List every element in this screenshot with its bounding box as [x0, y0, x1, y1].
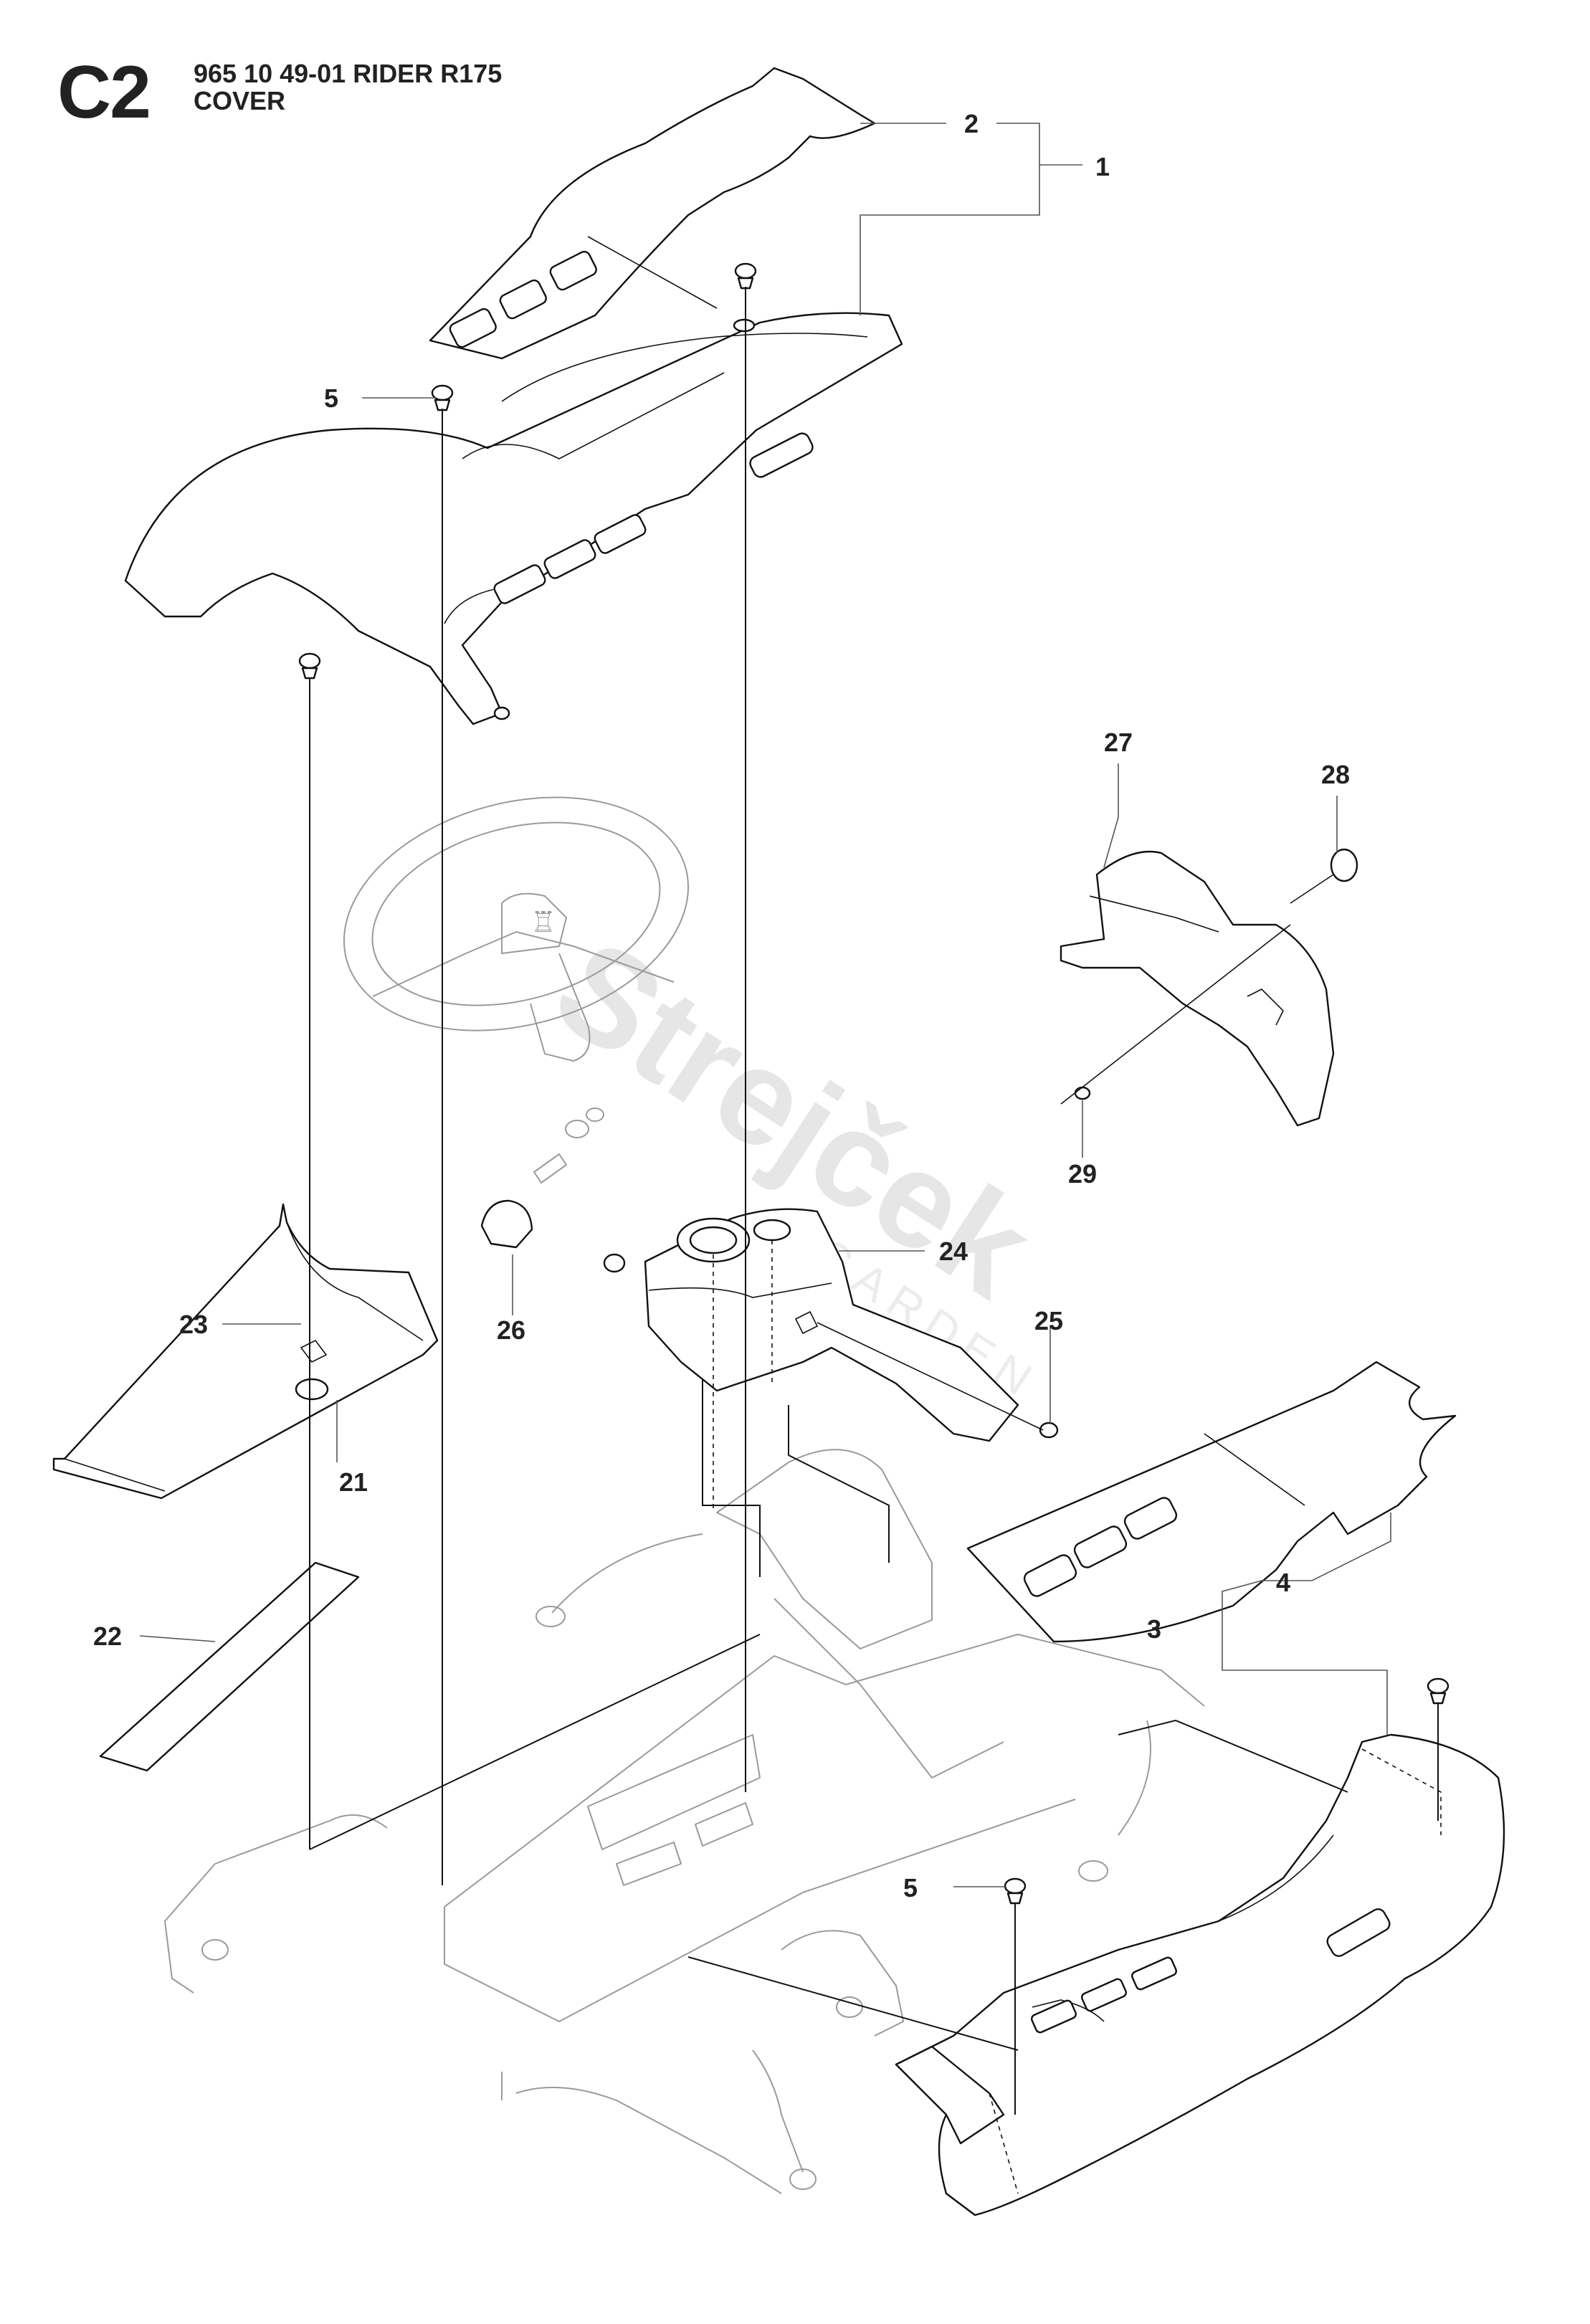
callout-2: 2 [964, 109, 979, 138]
callout-25: 25 [1034, 1306, 1063, 1335]
callout-26: 26 [497, 1315, 525, 1345]
leader-lines [139, 123, 1391, 1887]
part-4-front-mat [966, 1361, 1457, 1643]
part-2-upper-mat [429, 67, 876, 360]
screw-5-top-left [431, 384, 454, 411]
callout-28: 28 [1321, 760, 1350, 789]
screw-5-lower [1004, 1877, 1027, 1905]
part-3-front-cover [895, 1733, 1505, 2216]
section-code: C2 [57, 51, 151, 134]
callout-5-lower: 5 [903, 1873, 918, 1902]
screws [298, 262, 1449, 1905]
steering-bolts [533, 1108, 604, 1184]
callout-29: 29 [1068, 1159, 1097, 1189]
part-24-console [603, 1208, 1019, 1442]
callout-1: 1 [1095, 152, 1110, 181]
part-1-upper-cover [124, 312, 903, 725]
callout-5-top: 5 [324, 384, 338, 413]
callout-24: 24 [939, 1237, 968, 1266]
part-26-cap [480, 1199, 533, 1249]
model-line: 965 10 49-01 RIDER R175 [194, 59, 503, 88]
callout-labels: 2 1 5 27 28 29 23 24 25 26 21 22 4 3 5 [93, 109, 1350, 1902]
chassis-frame-ghost [164, 1449, 1205, 2194]
part-21-side-cover [52, 1203, 439, 1500]
screw-23 [298, 652, 321, 680]
callout-3: 3 [1147, 1614, 1161, 1644]
steering-wheel-ghost: ♖ [343, 796, 690, 1062]
part-28-pin [1290, 848, 1358, 904]
part-27-bracket-cover [1060, 850, 1335, 1127]
callout-22: 22 [93, 1621, 122, 1651]
screw-25 [817, 1322, 1059, 1439]
brand-emblem-icon: ♖ [530, 907, 556, 938]
alignment-lines [309, 287, 1439, 2115]
callout-4: 4 [1276, 1568, 1290, 1597]
part-29-washer [1060, 924, 1291, 1105]
part-22-strip [99, 1561, 360, 1772]
diagram-title: COVER [194, 86, 286, 115]
callout-21: 21 [339, 1467, 368, 1497]
callout-23: 23 [179, 1310, 208, 1339]
screw-5-right [1427, 1677, 1449, 1705]
screw-5-top-right [734, 262, 757, 290]
callout-27: 27 [1104, 728, 1133, 757]
